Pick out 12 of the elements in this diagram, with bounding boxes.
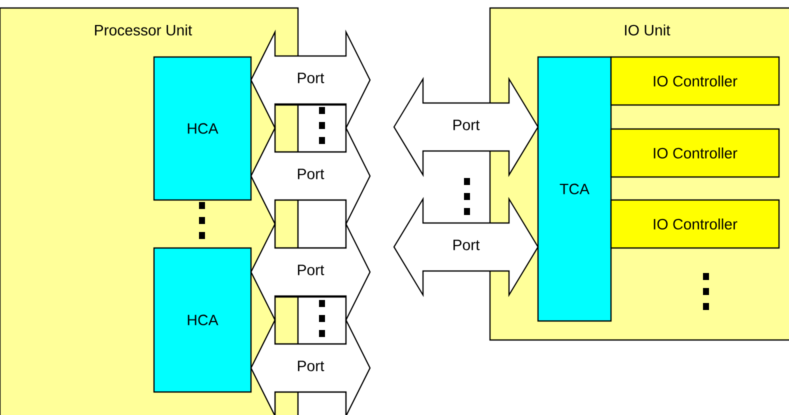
controller-box: IO Controller bbox=[610, 199, 780, 249]
port-arrow bbox=[393, 196, 539, 298]
port-arrow bbox=[250, 317, 371, 415]
port-arrow bbox=[393, 76, 539, 178]
port-arrow bbox=[250, 29, 371, 131]
adapter-box: HCA bbox=[153, 56, 252, 201]
adapter-box: HCA bbox=[153, 247, 252, 393]
port-arrow bbox=[250, 125, 371, 227]
controller-box: IO Controller bbox=[610, 128, 780, 178]
port-arrow bbox=[250, 221, 371, 323]
controller-box: IO Controller bbox=[610, 56, 780, 106]
adapter-box: TCA bbox=[537, 56, 612, 322]
